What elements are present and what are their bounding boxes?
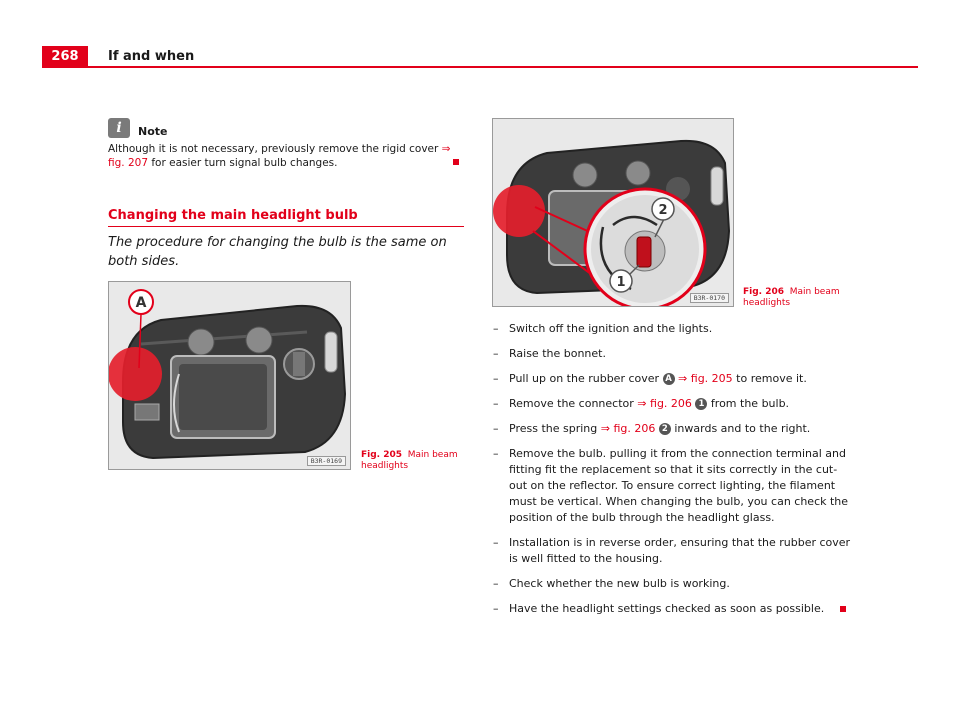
callout-1: 1 <box>616 275 625 290</box>
note-title: Note <box>138 125 168 138</box>
headlight-rear-illustration: A <box>109 289 347 460</box>
step-item: –Have the headlight settings checked as … <box>493 602 825 615</box>
figure-205-image: A B3R-0169 <box>108 281 351 470</box>
step-item: –Remove the bulb. pulling it from the co… <box>493 447 849 524</box>
page-number: 268 <box>42 46 88 68</box>
step-item: –Installation is in reverse order, ensur… <box>493 536 851 565</box>
note-text: Although it is not necessary, previously… <box>108 143 451 169</box>
step-item: –Remove the connector ⇒ fig. 206 1 from … <box>493 397 790 410</box>
step-item: –Press the spring ⇒ fig. 206 2 inwards a… <box>493 422 811 435</box>
figure-206-image: 2 1 B3R-0170 <box>492 118 734 307</box>
step-item: –Switch off the ignition and the lights. <box>493 322 713 335</box>
figure-code: B3R-0170 <box>689 293 729 303</box>
callout-label: 2 <box>658 423 671 435</box>
step-item: –Raise the bonnet. <box>493 347 606 360</box>
instruction-steps: –Switch off the ignition and the lights.… <box>493 321 853 626</box>
header-title: If and when <box>108 49 195 64</box>
section-intro: The procedure for changing the bulb is t… <box>108 235 447 269</box>
end-mark <box>453 159 459 165</box>
step-item: –Pull up on the rubber cover A ⇒ fig. 20… <box>493 372 807 385</box>
headlight-bulb-illustration: 2 1 <box>493 139 731 306</box>
figure-code: B3R-0169 <box>306 456 346 466</box>
fig-reference-link[interactable]: ⇒ fig. 206 <box>600 422 656 435</box>
step-item: –Check whether the new bulb is working. <box>493 577 730 590</box>
callout-a: A <box>136 295 147 311</box>
section-title: Changing the main headlight bulb <box>108 208 358 223</box>
fig-reference-link[interactable]: ⇒ fig. 207 <box>108 143 451 169</box>
end-mark <box>840 606 846 612</box>
fig-reference-link[interactable]: ⇒ fig. 206 <box>637 397 692 410</box>
fig-reference-link[interactable]: ⇒ fig. 205 <box>678 372 733 385</box>
figure-205-caption: Fig. 205 Main beam headlights <box>361 450 458 471</box>
callout-label: A <box>662 373 675 385</box>
section-rule <box>108 226 464 227</box>
header-rule <box>42 66 918 68</box>
callout-2: 2 <box>658 203 667 218</box>
callout-label: 1 <box>695 398 708 410</box>
info-icon: i <box>108 118 130 138</box>
figure-206-caption: Fig. 206 Main beam headlights <box>743 287 840 308</box>
